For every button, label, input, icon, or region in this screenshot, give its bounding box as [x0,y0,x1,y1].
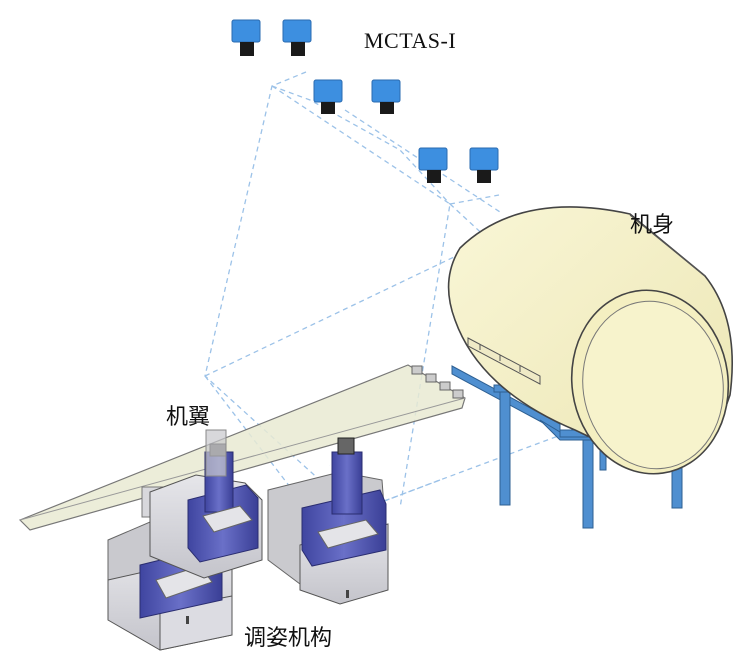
wing [18,364,466,531]
camera-pair-1 [231,19,312,56]
camera-icon [418,147,448,183]
positioner-unit-middle [149,429,263,579]
system-label: MCTAS-I [364,28,457,53]
camera-icon [313,79,343,114]
camera-icon [371,79,401,114]
camera-pair-3 [418,147,499,183]
positioner-unit-right [267,437,389,605]
camera-icon [231,19,261,56]
fuselage-label: 机身 [630,213,675,238]
wing-label: 机翼 [166,405,211,430]
positioner-label: 调姿机构 [244,626,333,651]
camera-icon [282,19,312,56]
fuselage [447,206,733,475]
camera-icon [469,147,499,183]
camera-pair-2 [313,79,401,114]
